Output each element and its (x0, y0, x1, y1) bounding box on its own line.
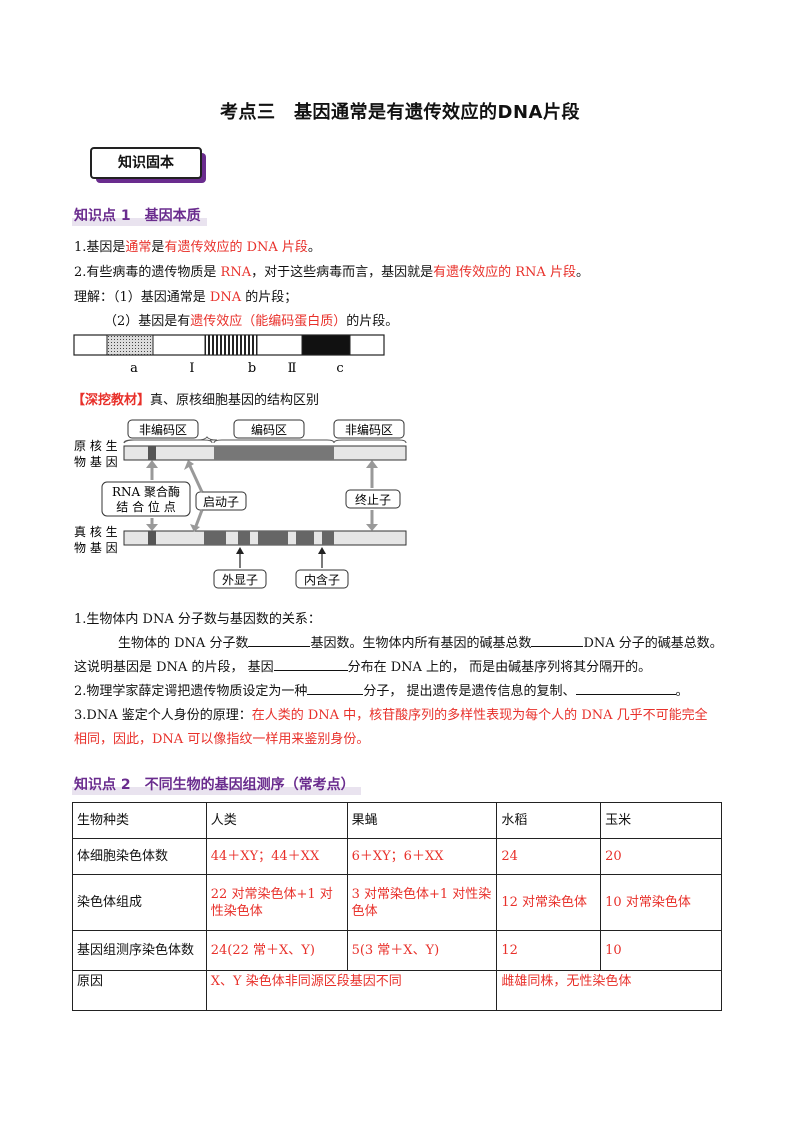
q3-line: 3.DNA 鉴定个人身份的原理：在人类的 DNA 中，核苷酸序列的多样性表现为每… (74, 708, 708, 723)
table-header-row: 生物种类人类果蝇水稻玉米 (72, 802, 722, 839)
q2-line: 2.物理学家薛定谔把遗传物质设定为一种分子， 提出遗传是遗传信息的复制、。 (74, 684, 689, 699)
svg-text:结 合 位 点: 结 合 位 点 (116, 499, 175, 514)
q1b-line: 这说明基因是 DNA 的片段， 基因分布在 DNA 上的， 而是由碱基序列将其分… (74, 660, 652, 675)
svg-text:真 核 生: 真 核 生 (74, 525, 118, 539)
q3b-line: 相同，因此，DNA 可以像指纹一样用来鉴别身份。 (74, 732, 370, 747)
kp1-line1: 1.基因是通常是有遗传效应的 DNA 片段。 (74, 240, 321, 255)
noncoding-label-2: 非编码区 (345, 422, 393, 437)
table-row: 原因 X、Y 染色体非同源区段基因不同 雌雄同株，无性染色体 (72, 970, 722, 1011)
intron-label: 内含子 (304, 572, 340, 587)
kp1-line2: 2.有些病毒的遗传物质是 RNA，对于这些病毒而言，基因就是有遗传效应的 RNA… (74, 265, 589, 280)
promoter-label: 启动子 (203, 495, 239, 509)
svg-text:原 核 生: 原 核 生 (74, 439, 118, 453)
bar-label-c: c (336, 361, 343, 376)
terminator-label: 终止子 (355, 492, 391, 507)
kp2-heading: 知识点 2 不同生物的基因组测序（常考点） (72, 774, 361, 795)
bar-label-2: Ⅱ (288, 361, 297, 376)
tip-line: 【深挖教材】真、原核细胞基因的结构区别 (72, 393, 320, 408)
bar-label-a: a (130, 361, 138, 376)
bar-label-1: Ⅰ (189, 361, 194, 376)
page-title: 考点三 基因通常是有遗传效应的DNA片段 (220, 102, 580, 123)
kp1-line4: （2）基因是有遗传效应（能编码蛋白质）的片段。 (104, 314, 399, 329)
q1-line: 1.生物体内 DNA 分子数与基因数的关系： (74, 612, 321, 627)
section-badge: 知识固本 (90, 147, 208, 185)
svg-text:物 基 因: 物 基 因 (74, 541, 118, 555)
gene-structure-diagram: 原 核 生 物 基 因 真 核 生 物 基 因 非编码区 编码区 非编码区 RN… (74, 419, 407, 589)
segment-c (301, 334, 351, 356)
noncoding-label-1: 非编码区 (139, 422, 187, 437)
segment-a (106, 334, 154, 356)
segment-b (204, 334, 258, 356)
kp1-line3: 理解：（1）基因通常是 DNA 的片段； (74, 290, 298, 305)
rna-pol-label: RNA 聚合酶 (112, 484, 180, 499)
kp1-heading: 知识点 1 基因本质 (72, 205, 207, 226)
badge-label: 知识固本 (90, 147, 202, 179)
coding-label: 编码区 (251, 422, 287, 437)
exon-label: 外显子 (222, 573, 258, 587)
gene-bar-diagram: a Ⅰ b Ⅱ c (73, 334, 385, 376)
bar-label-b: b (248, 361, 256, 376)
svg-text:物 基 因: 物 基 因 (74, 455, 118, 469)
